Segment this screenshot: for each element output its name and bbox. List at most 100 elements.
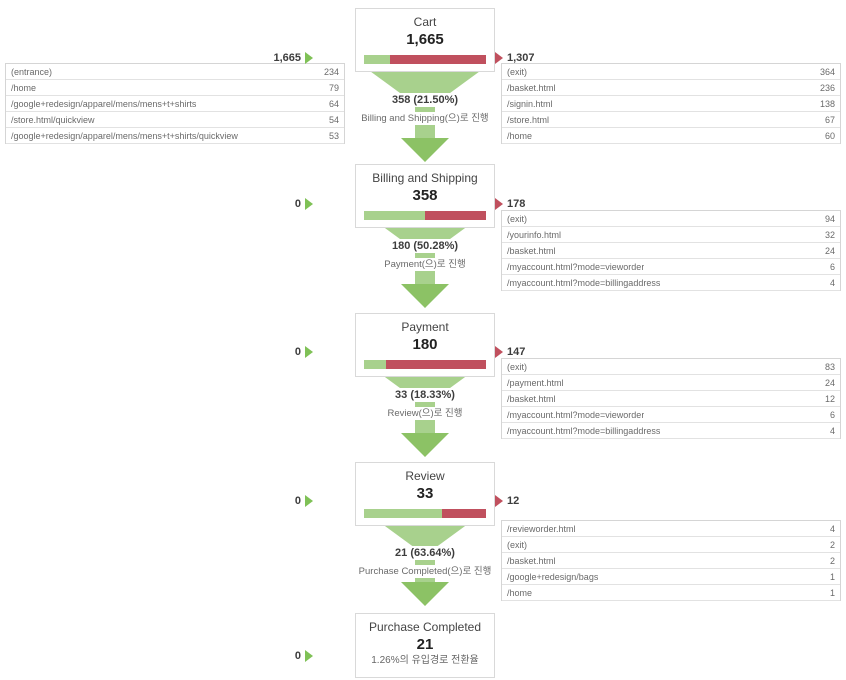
row-page-path: /basket.html <box>507 82 556 93</box>
row-count: 364 <box>819 66 835 77</box>
entering-count-purchase: 0 <box>265 650 313 662</box>
row-count: 138 <box>819 98 835 109</box>
table-row[interactable]: (exit)2 <box>502 537 840 553</box>
table-row[interactable]: /myaccount.html?mode=billingaddress 4 <box>502 275 840 291</box>
step-progress-fill <box>364 55 391 64</box>
row-count: 79 <box>328 82 339 93</box>
row-count: 54 <box>328 114 339 125</box>
funnel-connector-1 <box>355 66 495 162</box>
table-row[interactable]: (exit) 94 <box>502 211 840 227</box>
funnel-step-review[interactable]: Review 33 <box>355 462 495 526</box>
arrow-right-green-icon <box>305 495 313 507</box>
row-count: 6 <box>829 409 835 420</box>
table-row[interactable]: /store.html/quickview 54 <box>6 112 344 128</box>
table-row[interactable]: /myaccount.html?mode=vieworder 6 <box>502 407 840 423</box>
table-row[interactable]: /basket.html 236 <box>502 80 840 96</box>
table-row[interactable]: /myaccount.html?mode=vieworder 6 <box>502 259 840 275</box>
step-value: 33 <box>416 485 434 502</box>
exiting-count-payment: 147 <box>495 346 525 358</box>
step-progress-bar <box>364 509 486 518</box>
funnel-step-payment[interactable]: Payment 180 <box>355 313 495 377</box>
table-row[interactable]: /basket.html 24 <box>502 243 840 259</box>
row-count: 236 <box>819 82 835 93</box>
entering-value: 0 <box>294 346 301 358</box>
row-count: 1 <box>829 587 835 598</box>
row-page-path: /basket.html <box>507 245 556 256</box>
table-row[interactable]: /signin.html 138 <box>502 96 840 112</box>
step-name: Payment <box>401 320 449 334</box>
row-page-path: /store.html/quickview <box>11 114 95 125</box>
row-page-path: (exit) <box>507 66 527 77</box>
row-page-path: /home <box>507 130 533 141</box>
arrow-right-green-icon <box>305 52 313 64</box>
entering-value: 0 <box>294 495 301 507</box>
row-count: 6 <box>829 261 835 272</box>
step-value: 21 <box>416 636 434 653</box>
row-count: 12 <box>824 393 835 404</box>
arrow-right-red-icon <box>495 198 503 210</box>
step-progress-bar <box>364 211 486 220</box>
table-row[interactable]: /google+redesign/apparel/mens/mens+t+shi… <box>6 128 344 144</box>
arrow-right-red-icon <box>495 346 503 358</box>
row-page-path: /basket.html <box>507 393 556 404</box>
table-row[interactable]: (exit) 364 <box>502 64 840 80</box>
entering-count-payment: 0 <box>265 346 313 358</box>
row-page-path: /myaccount.html?mode=vieworder <box>507 409 645 420</box>
row-page-path: (exit) <box>507 213 527 224</box>
table-row[interactable]: /basket.html 12 <box>502 391 840 407</box>
row-count: 60 <box>824 130 835 141</box>
row-count: 24 <box>824 245 835 256</box>
entering-count-cart: 1,665 <box>265 52 313 64</box>
entering-count-billing: 0 <box>265 198 313 210</box>
row-count: 4 <box>829 277 835 288</box>
step-progress-fill <box>364 211 426 220</box>
step-progress-fill <box>364 509 442 518</box>
table-row[interactable]: (exit) 83 <box>502 359 840 375</box>
row-count: 234 <box>323 66 339 77</box>
row-count: 1 <box>829 571 835 582</box>
row-count: 94 <box>824 213 835 224</box>
table-row[interactable]: /home 60 <box>502 128 840 144</box>
row-count: 64 <box>328 98 339 109</box>
row-page-path: /payment.html <box>507 377 564 388</box>
funnel-step-purchase-completed[interactable]: Purchase Completed 21 1.26%의 유입경로 전환율 <box>355 613 495 678</box>
row-page-path: /yourinfo.html <box>507 229 562 240</box>
arrow-right-red-icon <box>495 52 503 64</box>
exiting-count-review: 12 <box>495 495 519 507</box>
row-page-path: /myaccount.html?mode=billingaddress <box>507 277 661 288</box>
funnel-step-billing-and-shipping[interactable]: Billing and Shipping 358 <box>355 164 495 228</box>
step-name: Review <box>405 469 445 483</box>
row-page-path: (exit) <box>507 539 527 550</box>
row-count: 83 <box>824 361 835 372</box>
row-count: 53 <box>328 130 339 141</box>
exiting-value: 178 <box>507 198 526 210</box>
row-page-path: /basket.html <box>507 555 556 566</box>
entering-value: 0 <box>294 198 301 210</box>
entering-value: 0 <box>294 650 301 662</box>
row-page-path: (exit) <box>507 361 527 372</box>
row-page-path: (entrance) <box>11 66 53 77</box>
arrow-right-green-icon <box>305 198 313 210</box>
funnel-step-cart[interactable]: Cart 1,665 <box>355 8 495 72</box>
table-row[interactable]: /google+redesign/apparel/mens/mens+t+shi… <box>6 96 344 112</box>
row-page-path: /google+redesign/apparel/mens/mens+t+shi… <box>11 130 238 141</box>
row-page-path: /signin.html <box>507 98 553 109</box>
row-page-path: /myaccount.html?mode=vieworder <box>507 261 645 272</box>
step-progress-bar <box>364 55 486 64</box>
entering-count-review: 0 <box>265 495 313 507</box>
row-page-path: /store.html <box>507 114 550 125</box>
table-row[interactable]: (entrance) 234 <box>6 64 344 80</box>
step-name: Purchase Completed <box>368 620 482 634</box>
